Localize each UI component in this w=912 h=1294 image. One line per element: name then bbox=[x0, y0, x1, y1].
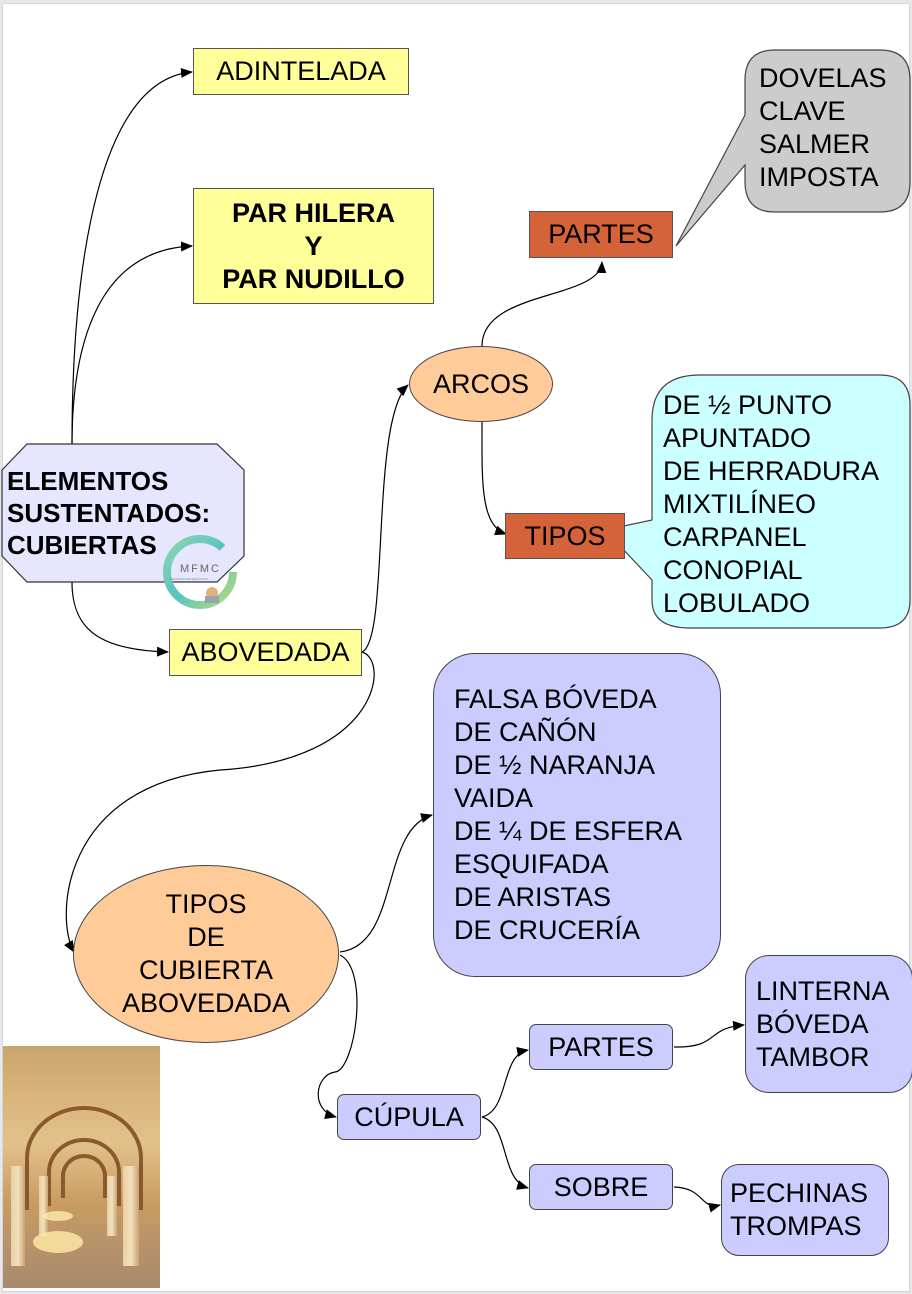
node-adintelada[interactable]: ADINTELADA bbox=[193, 48, 409, 95]
node-arcos-partes[interactable]: PARTES bbox=[529, 211, 673, 258]
arches-photo bbox=[3, 1046, 160, 1288]
node-abovedada[interactable]: ABOVEDADA bbox=[169, 629, 362, 676]
logo-subtext: GEOHISTOARTEDUCATIVA bbox=[170, 577, 209, 581]
node-arcos[interactable]: ARCOS bbox=[409, 346, 553, 422]
mfmc-logo: MFMC GEOHISTOARTEDUCATIVA bbox=[158, 530, 242, 614]
node-tipos-cubierta-abovedada[interactable]: TIPOS DE CUBIERTA ABOVEDADA bbox=[73, 865, 339, 1043]
node-cupula-partes-list[interactable]: LINTERNA BÓVEDA TAMBOR bbox=[745, 955, 912, 1093]
logo-text: MFMC bbox=[180, 563, 221, 575]
node-cupula-partes[interactable]: PARTES bbox=[529, 1024, 673, 1070]
arcos-partes-list: DOVELAS CLAVE SALMER IMPOSTA bbox=[759, 63, 887, 192]
node-cupula[interactable]: CÚPULA bbox=[337, 1094, 481, 1140]
node-par-hilera-par-nudillo[interactable]: PAR HILERA Y PAR NUDILLO bbox=[193, 188, 434, 304]
node-bovedas-list[interactable]: FALSA BÓVEDA DE CAÑÓN DE ½ NARANJA VAIDA… bbox=[433, 653, 721, 977]
node-cupula-sobre[interactable]: SOBRE bbox=[529, 1164, 673, 1210]
node-arcos-tipos[interactable]: TIPOS bbox=[505, 513, 625, 559]
logo-ring-icon bbox=[163, 535, 237, 609]
central-node[interactable]: ELEMENTOS SUSTENTADOS: CUBIERTAS bbox=[7, 466, 211, 560]
arcos-tipos-list: DE ½ PUNTO APUNTADO DE HERRADURA MIXTILÍ… bbox=[663, 390, 880, 618]
node-cupula-sobre-list[interactable]: PECHINAS TROMPAS bbox=[721, 1164, 889, 1256]
